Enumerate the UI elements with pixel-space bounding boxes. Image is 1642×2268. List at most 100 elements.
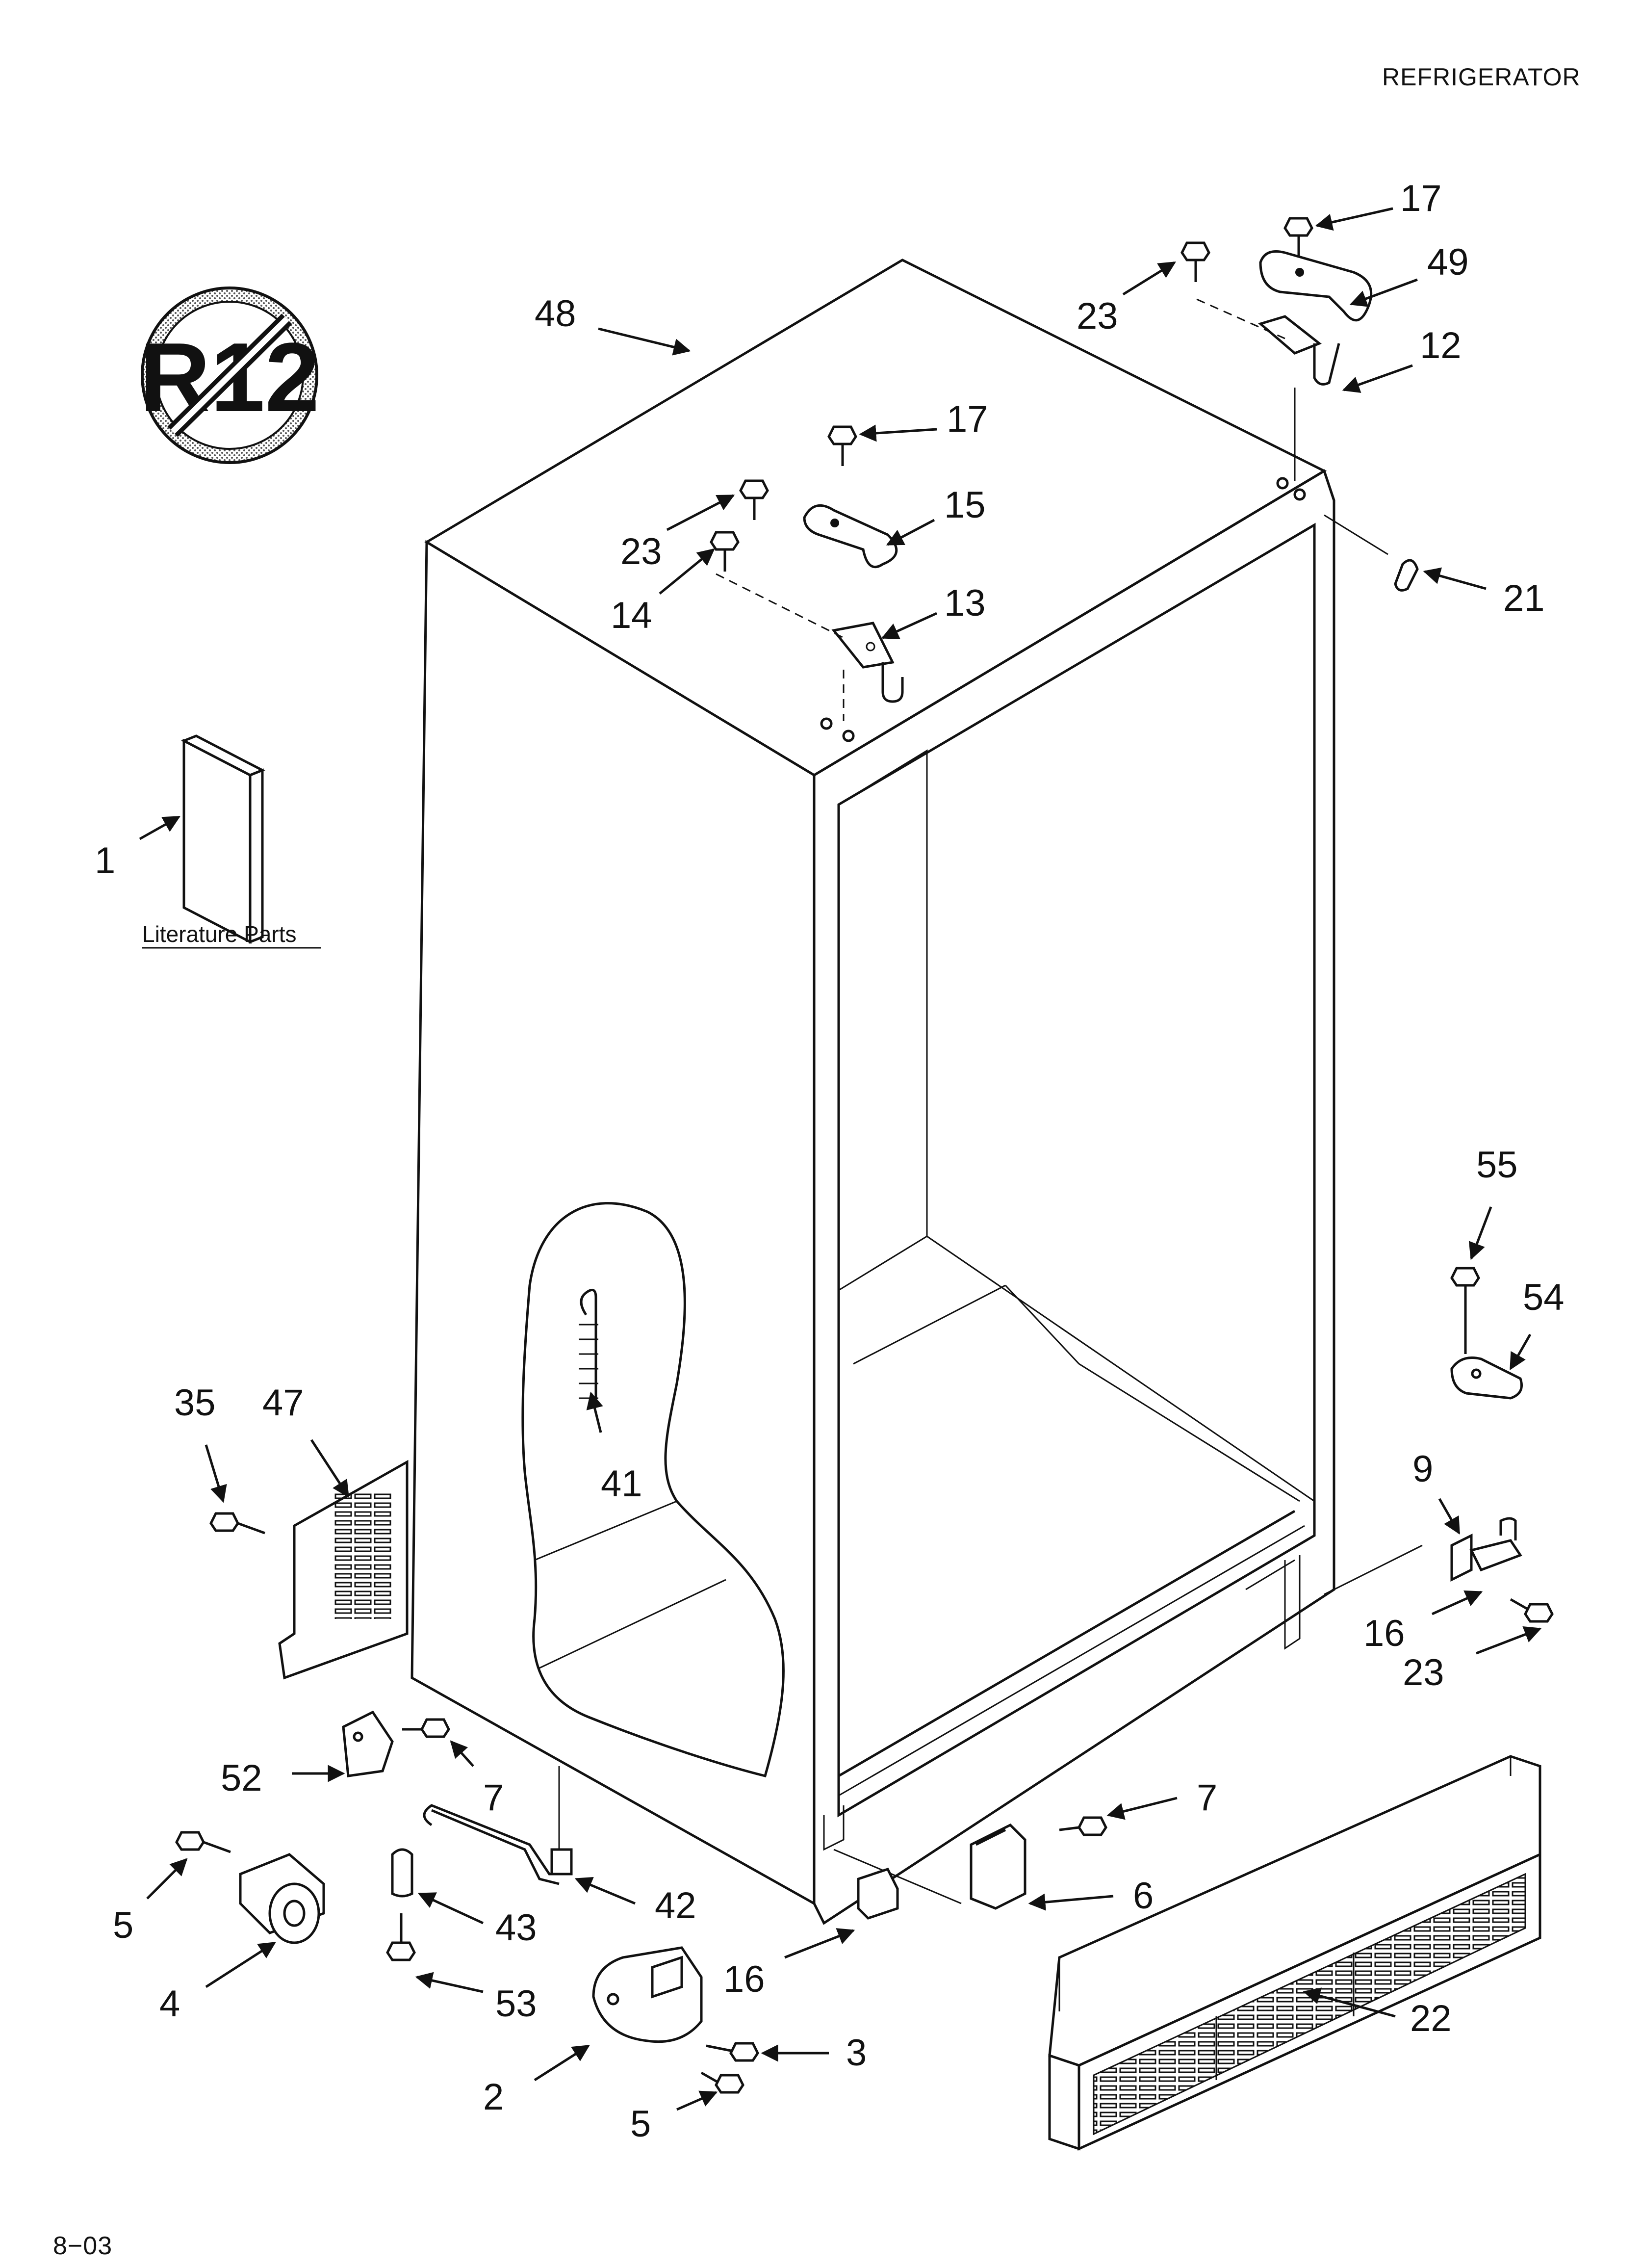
callout-5b-label: 5 — [630, 2103, 651, 2145]
screw-23-left — [739, 479, 769, 520]
callout-41: 41 — [586, 1391, 642, 1505]
literature-parts-label: Literature Parts — [142, 921, 296, 947]
callout-12: 12 — [1342, 325, 1462, 393]
callout-22: 22 — [1303, 1987, 1452, 2039]
callout-5a: 5 — [113, 1858, 188, 1946]
callout-17a: 17 — [859, 398, 988, 442]
callout-41-label: 41 — [601, 1463, 642, 1505]
rear-access-panel — [278, 1460, 409, 1680]
callout-35-label: 35 — [174, 1382, 216, 1424]
cabinet-cutaway — [521, 1202, 785, 1778]
callout-23c-label: 23 — [1403, 1652, 1444, 1694]
callout-14-label: 14 — [611, 595, 652, 636]
callout-7a: 7 — [450, 1740, 504, 1819]
callout-16b-label: 16 — [1363, 1613, 1405, 1654]
callout-6-label: 6 — [1133, 1875, 1154, 1917]
no-r12-badge: R12 — [140, 287, 319, 464]
callout-54-label: 54 — [1523, 1277, 1565, 1318]
callout-14: 14 — [611, 548, 715, 636]
callout-13: 13 — [881, 582, 986, 639]
callout-3-label: 3 — [846, 2032, 867, 2074]
screw-7-right — [1059, 1816, 1107, 1836]
callout-12-label: 12 — [1420, 325, 1462, 366]
lower-hinge-right — [1324, 1517, 1522, 1595]
callout-16b: 16 — [1363, 1590, 1483, 1654]
callout-15-label: 15 — [944, 484, 986, 526]
callout-17a-label: 17 — [947, 398, 988, 440]
screw-23-bottom-right — [1510, 1598, 1554, 1623]
callout-9-label: 9 — [1412, 1448, 1433, 1490]
callout-5a-label: 5 — [113, 1904, 133, 1946]
screw-53 — [386, 1913, 416, 1961]
callout-23b-label: 23 — [620, 531, 662, 573]
bracket-16 — [857, 1867, 899, 1920]
callout-43-label: 43 — [495, 1907, 537, 1949]
page-header-title: REFRIGERATOR — [1382, 63, 1581, 91]
callout-3: 3 — [761, 2032, 867, 2074]
screw-5-left — [175, 1831, 231, 1853]
clip-part — [1324, 514, 1419, 592]
callout-48: 48 — [535, 293, 691, 356]
screw-23-right — [1180, 241, 1210, 282]
callout-23a: 23 — [1077, 261, 1176, 337]
screw-55 — [1450, 1267, 1480, 1354]
callout-35: 35 — [174, 1382, 227, 1503]
callout-15: 15 — [886, 484, 986, 546]
callout-17b: 17 — [1315, 178, 1442, 231]
callout-49: 49 — [1349, 241, 1469, 307]
callout-52: 52 — [221, 1757, 345, 1799]
callout-7b: 7 — [1106, 1777, 1217, 1820]
callout-22-label: 22 — [1410, 1998, 1452, 2039]
callout-6: 6 — [1028, 1875, 1154, 1917]
callout-7a-label: 7 — [483, 1777, 504, 1819]
callout-47: 47 — [262, 1382, 350, 1498]
callout-53-label: 53 — [495, 1983, 537, 2025]
callout-17b-label: 17 — [1400, 178, 1442, 219]
page-footer-code: 8−03 — [53, 2232, 113, 2260]
screw-7-left — [402, 1718, 450, 1738]
callout-2: 2 — [483, 2044, 590, 2118]
callout-1: 1 — [95, 815, 181, 882]
callout-47-label: 47 — [262, 1382, 304, 1424]
callout-49-label: 49 — [1427, 241, 1469, 283]
callout-4-label: 4 — [159, 1983, 180, 2025]
callout-43: 43 — [417, 1892, 537, 1949]
callout-1-label: 1 — [95, 840, 115, 882]
water-tube — [423, 1766, 573, 1885]
callout-13-label: 13 — [944, 582, 986, 624]
screw-17-left — [827, 425, 857, 466]
callout-52-label: 52 — [221, 1757, 262, 1799]
callout-23c: 23 — [1403, 1626, 1542, 1694]
callout-54: 54 — [1509, 1277, 1565, 1371]
callout-23a-label: 23 — [1077, 295, 1118, 337]
drain-hose — [579, 1288, 598, 1406]
toe-grille — [1048, 1755, 1541, 2151]
callout-2-label: 2 — [483, 2076, 504, 2118]
bracket-52 — [342, 1710, 394, 1777]
callout-55-label: 55 — [1476, 1144, 1518, 1186]
callout-4: 4 — [159, 1941, 276, 2025]
callout-42-label: 42 — [655, 1885, 696, 1927]
upper-hinge-right-assembly — [1196, 250, 1373, 501]
callout-48-label: 48 — [535, 293, 576, 335]
callout-7b-label: 7 — [1197, 1777, 1217, 1819]
screw-17-right — [1283, 217, 1313, 258]
upper-hinge-left-assembly — [716, 504, 904, 742]
callout-53: 53 — [415, 1972, 537, 2025]
callout-21-label: 21 — [1503, 577, 1545, 619]
callout-5b: 5 — [630, 2090, 718, 2145]
screw-14 — [710, 531, 740, 572]
front-roller — [239, 1853, 325, 1944]
screw-35 — [209, 1512, 265, 1535]
callout-16a-label: 16 — [723, 1958, 765, 2000]
lower-hinge-6 — [833, 1823, 1026, 1910]
screw-5-bottom — [700, 2071, 744, 2094]
clamp-43 — [391, 1848, 413, 1898]
callout-42: 42 — [574, 1877, 696, 1927]
callout-21: 21 — [1423, 567, 1545, 619]
callout-16a: 16 — [723, 1928, 855, 2000]
callout-55: 55 — [1468, 1144, 1518, 1260]
screw-3 — [706, 2042, 759, 2062]
bracket-54 — [1450, 1356, 1523, 1400]
